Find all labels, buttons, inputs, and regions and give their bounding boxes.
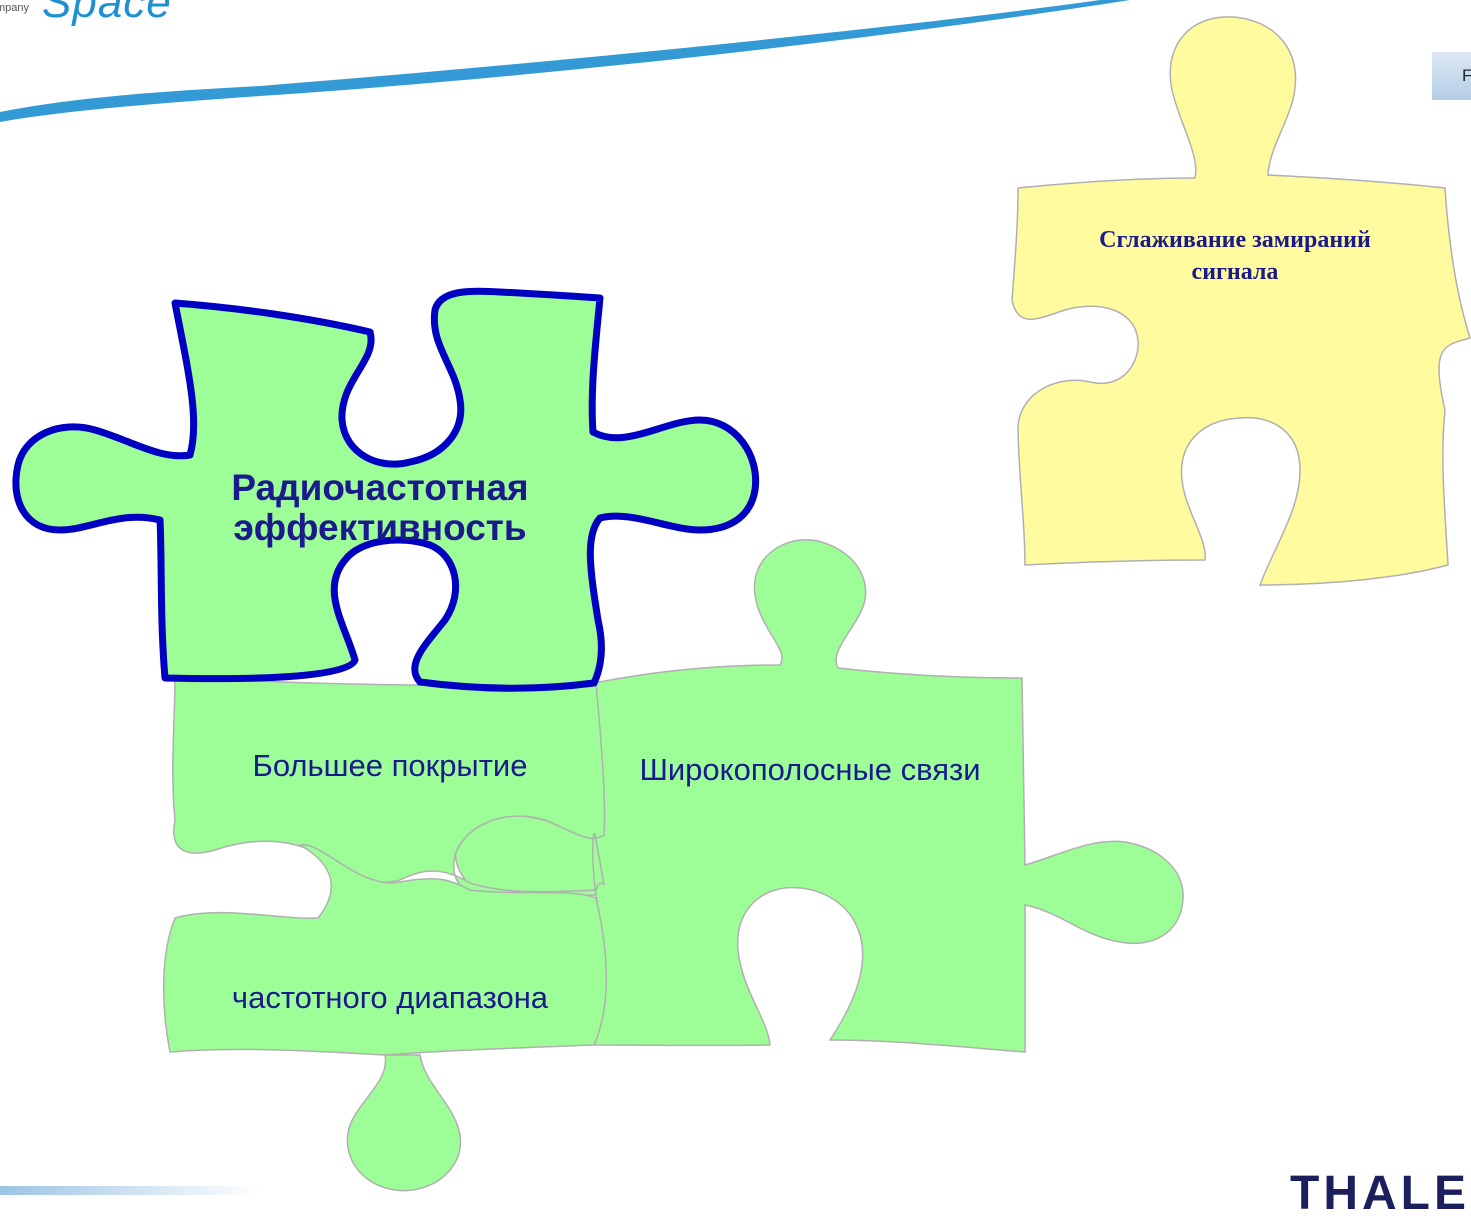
puzzle-piece-fading — [1011, 16, 1471, 586]
puzzle-piece-radio-efficiency — [12, 287, 760, 692]
footer-gradient-bar — [0, 1186, 260, 1195]
thales-logo: THALES — [1290, 1167, 1471, 1220]
label-radio-efficiency-line1: Радиочастотная — [231, 467, 529, 508]
label-fading-line2: сигнала — [1191, 259, 1279, 285]
label-fading: Сглаживание замираний сигнала — [1025, 224, 1445, 288]
puzzle-piece-coverage — [172, 676, 606, 907]
slide-graphics — [0, 0, 1471, 1192]
logo-prefix-text: mpany — [0, 2, 30, 14]
label-radio-efficiency: Радиочастотная эффективность — [170, 468, 590, 548]
label-fading-line1: Сглаживание замираний — [1099, 227, 1371, 253]
label-radio-efficiency-line2: эффективность — [233, 507, 527, 548]
header-swoosh — [0, 0, 1130, 122]
label-frequency-range: частотного диапазона — [231, 980, 549, 1015]
label-broadband: Широкополосные связи — [639, 752, 981, 787]
corner-tab: F — [1432, 52, 1471, 100]
puzzle-piece-frequency — [162, 844, 607, 1192]
space-logo: Space — [42, 0, 172, 27]
label-coverage: Большее покрытие — [252, 748, 528, 783]
